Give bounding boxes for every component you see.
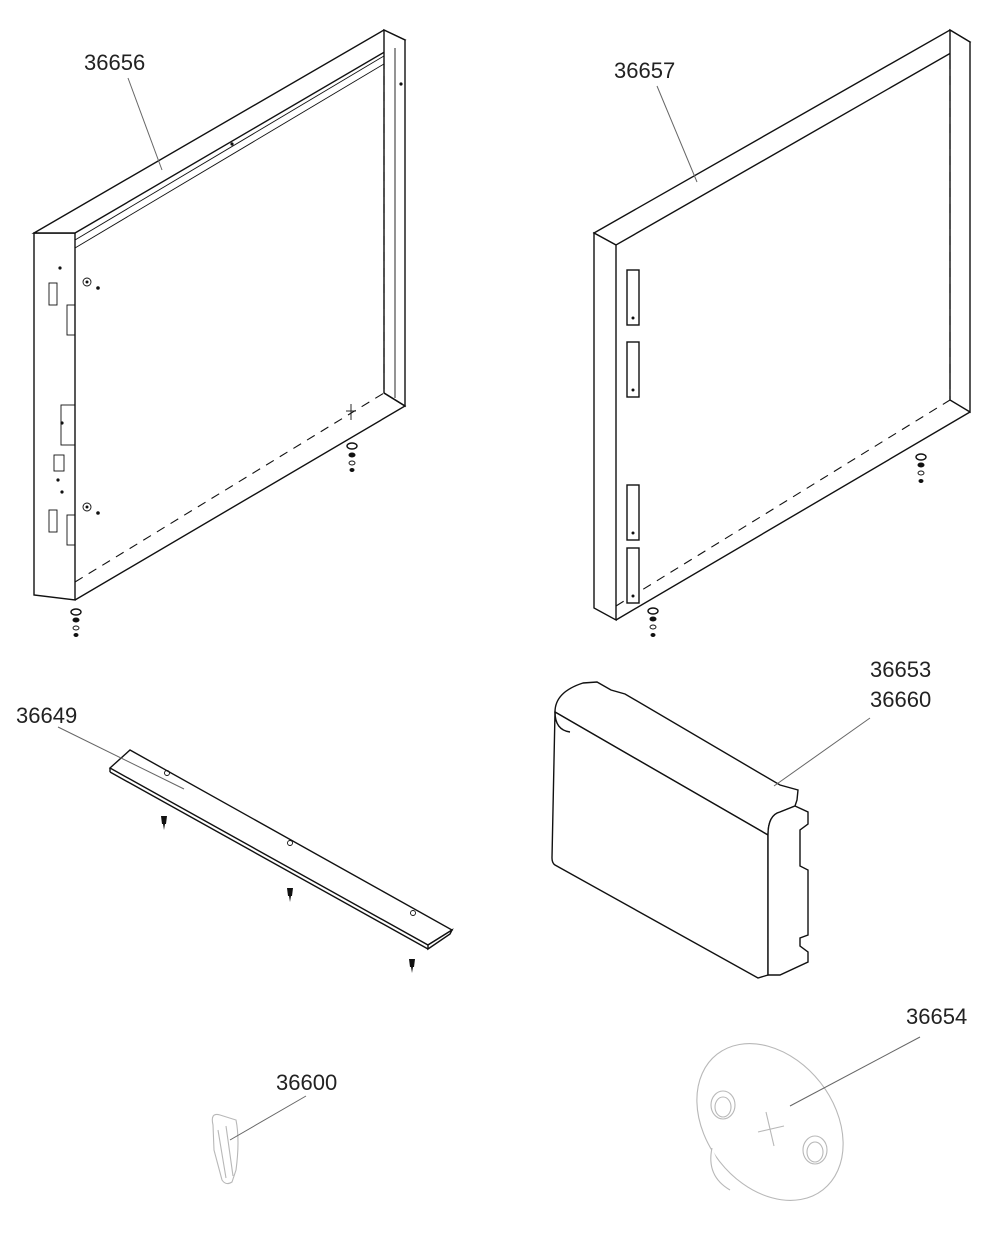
part-36653-cover [551, 681, 871, 979]
part-36654-plate [696, 1036, 921, 1201]
hinge-cutouts-icon [48, 266, 76, 546]
hinge-slots-icon [626, 269, 640, 604]
part-label-36656: 36656 [84, 50, 145, 75]
screw-icon [161, 816, 167, 830]
part-label-36649: 36649 [16, 703, 77, 728]
leveling-foot-icon [647, 607, 659, 637]
leveling-foot-icon [346, 442, 358, 472]
leveling-foot-icon [70, 608, 82, 637]
part-36600-clip [211, 1095, 307, 1185]
leveling-foot-icon [915, 453, 927, 483]
mounting-holes-icon [82, 82, 403, 515]
part-36656-frame [31, 28, 407, 637]
part-label-36653: 36653 [870, 657, 931, 682]
part-36657-box [592, 28, 972, 637]
screw-icon [287, 888, 293, 902]
part-label-36657: 36657 [614, 58, 675, 83]
part-label-36654: 36654 [906, 1004, 967, 1029]
part-label-36660: 36660 [870, 687, 931, 712]
part-label-36600: 36600 [276, 1070, 337, 1095]
part-36649-strip [57, 726, 454, 973]
screw-icon [409, 959, 415, 973]
